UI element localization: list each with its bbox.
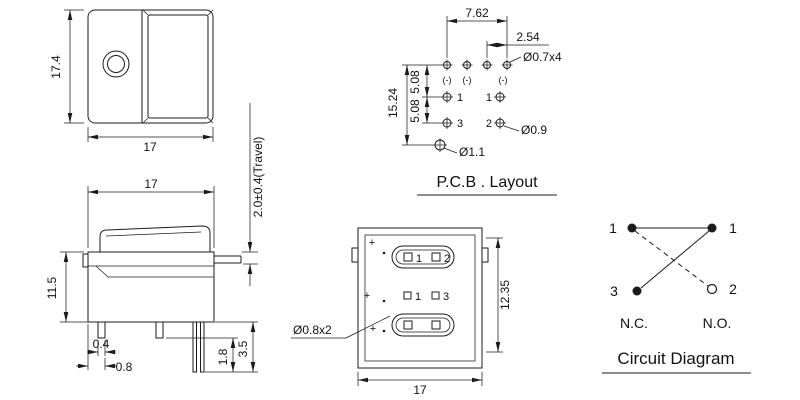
solder-pin <box>97 321 106 339</box>
pin-width-dim: 0.4 <box>93 337 110 351</box>
pcb-pitch-dim: 2.54 <box>516 30 540 44</box>
terminal-number: 1 <box>729 220 737 236</box>
pad-number: 2 <box>486 118 492 130</box>
pad-number: 1 <box>486 92 492 104</box>
bevel-line <box>207 117 214 124</box>
detail-dot <box>382 299 386 303</box>
side-view-width-dim: 17 <box>144 177 158 191</box>
top-view-width-dim: 17 <box>143 140 157 154</box>
pcb-row-dim-b: 5.08 <box>408 99 422 123</box>
leader-line <box>509 56 522 63</box>
pin-length-dim-1: 1.8 <box>216 348 230 365</box>
mount-boss-inner-circle <box>107 55 125 73</box>
plus-mark: + <box>364 290 370 302</box>
mount-tab <box>82 253 89 268</box>
hole-note-mid: Ø0.9 <box>521 123 547 137</box>
top-view-button-face <box>147 14 209 119</box>
bevel-line <box>142 9 149 16</box>
leader-line <box>345 315 391 339</box>
pin-number: 2 <box>444 253 450 265</box>
bottom-view: 1 2 1 3 + + + 12.35 17 Ø0.8x2 <box>291 227 512 397</box>
pcb-layout-title: P.C.B . Layout <box>436 174 538 191</box>
terminal-slot-inner <box>395 317 451 333</box>
bevel-line <box>207 9 214 16</box>
detail-dot <box>382 329 386 333</box>
pin-offset-dim: 0.8 <box>116 360 133 374</box>
bevel-line <box>142 117 149 124</box>
terminal-pin <box>403 320 413 330</box>
pad-number: 3 <box>457 118 463 130</box>
nc-label: N.C. <box>620 315 648 331</box>
side-view: 17 11.5 2.0±0.4(Travel) 0.4 0.8 1.8 3.5 <box>45 103 265 374</box>
pcb-height-dim: 15.24 <box>386 88 400 118</box>
long-terminal-pin <box>200 321 205 373</box>
bottom-view-width-dim: 17 <box>413 383 427 397</box>
terminal-number: 1 <box>609 220 617 236</box>
terminal-pin <box>403 291 412 300</box>
button-cap-outline <box>99 225 211 252</box>
top-view-height-dim: 17.4 <box>49 55 63 79</box>
pcb-row-dim-a: 5.08 <box>408 70 422 94</box>
pin-number: 1 <box>415 291 421 303</box>
mount-boss-outer-circle <box>102 50 130 78</box>
terminal-contact-open <box>706 283 718 295</box>
bottom-view-inner-outline <box>364 234 476 362</box>
cap-detail-line <box>105 231 202 237</box>
terminal-pin <box>431 252 441 262</box>
pin-number: 1 <box>416 253 422 265</box>
solder-pin <box>155 321 164 339</box>
plus-mark: + <box>369 237 375 249</box>
leader-line <box>503 125 520 132</box>
terminal-contact-filled <box>632 286 642 296</box>
detail-dot <box>382 251 386 255</box>
hole-note: Ø0.8x2 <box>293 323 332 337</box>
body-detail-line <box>95 265 109 278</box>
terminal-pin <box>403 252 413 262</box>
circuit-lever-closed <box>640 230 710 289</box>
travel-dim: 2.0±0.4(Travel) <box>251 137 265 218</box>
side-tab <box>351 247 359 263</box>
terminal-contact-filled <box>627 223 637 233</box>
hole-note-large: Ø1.1 <box>459 145 485 159</box>
pin-number: 3 <box>443 291 449 303</box>
terminal-slot <box>391 313 455 337</box>
terminal-number: 3 <box>610 283 618 299</box>
polarity-mark: (-) <box>463 75 472 85</box>
side-view-height-dim: 11.5 <box>45 276 59 299</box>
circuit-diagram-title: Circuit Diagram <box>617 349 734 368</box>
polarity-mark: (-) <box>499 75 508 85</box>
pin-length-dim-2: 3.5 <box>236 340 250 357</box>
top-view-outline <box>87 9 214 124</box>
terminal-pin <box>431 291 440 300</box>
plus-mark: + <box>370 323 376 335</box>
pcb-span-dim: 7.62 <box>465 6 489 20</box>
long-terminal-pin <box>192 321 197 373</box>
circuit-lever-open <box>634 230 709 287</box>
side-tab <box>481 247 489 263</box>
hole-note-small: Ø0.7x4 <box>523 50 562 64</box>
top-view: 17.4 17 <box>49 9 214 154</box>
polarity-mark: (-) <box>443 75 452 85</box>
terminal-contact-filled <box>707 223 717 233</box>
bottom-view-outline <box>357 227 483 369</box>
terminal-number: 2 <box>729 281 737 297</box>
terminal-pin <box>431 320 441 330</box>
side-view-body-outline <box>87 251 215 323</box>
bottom-view-height-dim: 12.35 <box>498 280 512 310</box>
no-label: N.O. <box>703 315 732 331</box>
terminal-slot-inner <box>395 249 451 265</box>
terminal-slot <box>391 245 455 269</box>
leader-line <box>443 147 458 154</box>
circuit-diagram: 1 1 3 2 N.C. N.O. Circuit Diagram <box>602 220 751 374</box>
pcb-layout: (-) (-) (-) 7.62 2.54 Ø0.7x4 1 1 3 2 Ø0.… <box>386 6 562 196</box>
pad-number: 1 <box>457 92 463 104</box>
